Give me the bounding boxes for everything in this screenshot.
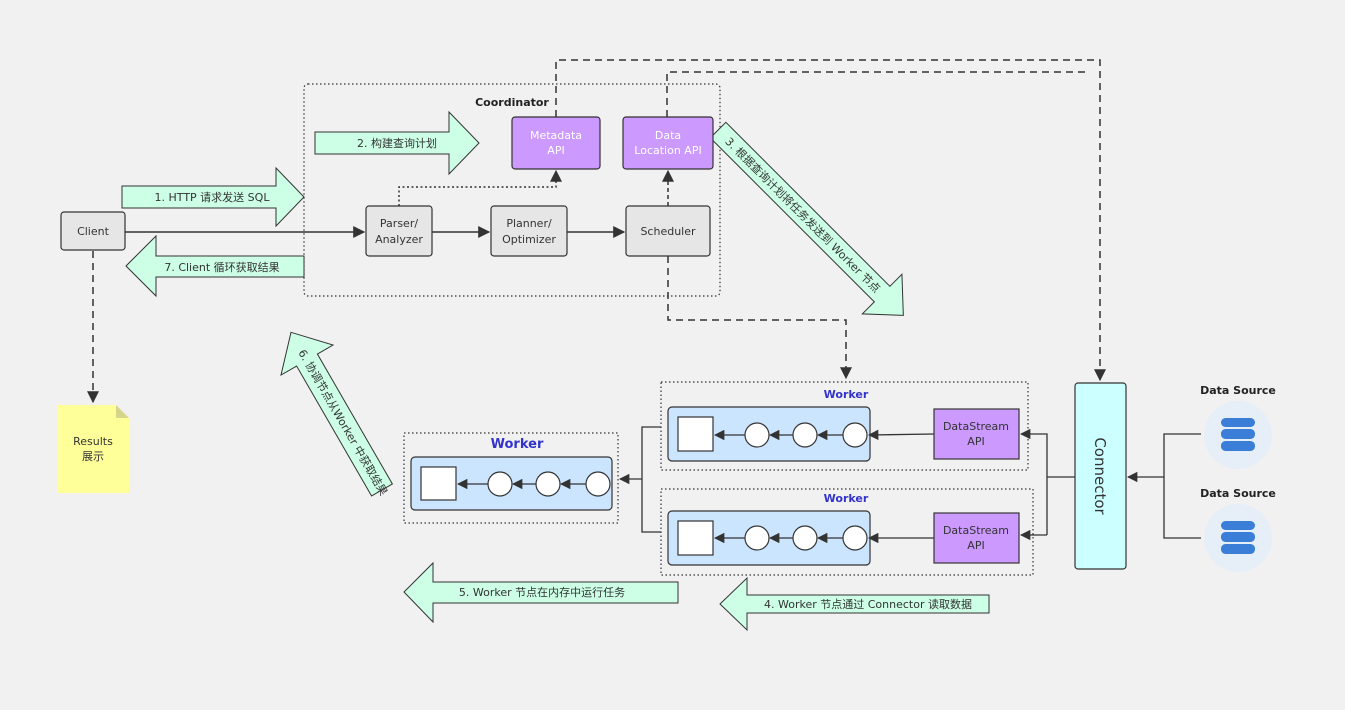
- worker-middle-operator-1: [744, 525, 770, 551]
- worker-top-title: Worker: [824, 388, 869, 401]
- worker-left-operator-3: [585, 471, 611, 497]
- step2-label: 2. 构建查询计划: [357, 136, 437, 150]
- results-label-2: 展示: [82, 450, 104, 463]
- step7-arrow: 7. Client 循环获取结果: [125, 234, 305, 298]
- parser-label-2: Analyzer: [375, 233, 423, 246]
- worker-top-api-label-2: API: [967, 435, 984, 448]
- worker-top-operator-1: [744, 422, 770, 448]
- workers-to-left-worker-link: [618, 426, 661, 533]
- parser-to-metadata-link: [398, 169, 562, 206]
- worker-top-sink: [677, 416, 714, 452]
- coordinator-title: Coordinator: [475, 96, 549, 109]
- step5-arrow: 5. Worker 节点在内存中运行任务: [403, 561, 679, 624]
- worker-top: Worker DataStream API: [660, 381, 1029, 471]
- location-api-label-1: Data: [655, 129, 681, 142]
- scheduler-box[interactable]: Scheduler: [625, 205, 711, 257]
- parser-label-1: Parser/: [380, 217, 418, 230]
- api-connector-links: [555, 59, 1106, 382]
- metadata-to-connector-link: [555, 59, 1106, 382]
- results-note: Results 展示: [57, 405, 129, 493]
- planner-label-2: Optimizer: [502, 233, 556, 246]
- database-icon: [1204, 401, 1272, 469]
- worker-middle-sink: [677, 520, 714, 556]
- data-source-2-label: Data Source: [1200, 487, 1276, 500]
- step1-label: 1. HTTP 请求发送 SQL: [155, 190, 271, 204]
- worker-left-operator-2: [535, 471, 561, 497]
- worker-left-title: Worker: [491, 437, 544, 452]
- connector-label: Connector: [1091, 437, 1109, 515]
- data-source-1-label: Data Source: [1200, 384, 1276, 397]
- step5-label: 5. Worker 节点在内存中运行任务: [459, 585, 625, 599]
- worker-top-api-label-1: DataStream: [943, 420, 1009, 433]
- worker-top-operator-3: [842, 422, 868, 448]
- location-api-label-2: Location API: [634, 144, 701, 157]
- step4-arrow: 4. Worker 节点通过 Connector 读取数据: [719, 576, 990, 632]
- worker-top-datastream-api[interactable]: DataStream API: [933, 408, 1020, 460]
- coordinator-links: [398, 169, 852, 380]
- location-api-box[interactable]: Data Location API: [622, 116, 714, 170]
- worker-middle-api-label-1: DataStream: [943, 524, 1009, 537]
- worker-middle-title: Worker: [824, 492, 869, 505]
- sources-to-connector-link: [1126, 433, 1201, 539]
- connector-to-workers-link: [1019, 428, 1075, 541]
- worker-left-sink: [420, 466, 457, 501]
- metadata-api-label-1: Metadata: [530, 129, 582, 142]
- step1-arrow: 1. HTTP 请求发送 SQL: [121, 166, 305, 228]
- connector-box[interactable]: Connector: [1074, 382, 1127, 570]
- worker-middle: Worker DataStream API: [660, 488, 1034, 576]
- scheduler-label: Scheduler: [640, 225, 696, 238]
- planner-box[interactable]: Planner/ Optimizer: [490, 205, 568, 257]
- parser-box[interactable]: Parser/ Analyzer: [365, 205, 433, 257]
- data-source-1[interactable]: Data Source: [1200, 384, 1276, 469]
- data-source-2[interactable]: Data Source: [1200, 487, 1276, 572]
- planner-label-1: Planner/: [506, 217, 552, 230]
- client-label: Client: [77, 225, 110, 238]
- worker-left-operator-1: [487, 471, 513, 497]
- step6-label: 6. 协调节点从Worker 中获取结果: [295, 347, 390, 498]
- worker-left: Worker: [403, 432, 619, 524]
- scheduler-to-worker-link: [667, 256, 852, 380]
- step3-label: 3. 根据查询计划将任务发送到 Worker 节点: [722, 134, 883, 295]
- worker-middle-operator-3: [842, 525, 868, 551]
- results-label-1: Results: [73, 435, 113, 448]
- step7-label: 7. Client 循环获取结果: [164, 261, 279, 274]
- worker-middle-api-label-2: API: [967, 539, 984, 552]
- step4-label: 4. Worker 节点通过 Connector 读取数据: [764, 597, 972, 611]
- location-to-connector-link: [666, 71, 1088, 117]
- worker-top-operator-2: [792, 422, 818, 448]
- worker-middle-datastream-api[interactable]: DataStream API: [933, 512, 1020, 564]
- coordinator-container: Coordinator: [303, 83, 721, 297]
- metadata-api-label-2: API: [547, 144, 564, 157]
- step2-arrow: 2. 构建查询计划: [314, 110, 480, 176]
- client-box[interactable]: Client: [60, 211, 126, 251]
- step6-arrow: 6. 协调节点从Worker 中获取结果: [280, 331, 394, 498]
- step3-arrow: 3. 根据查询计划将任务发送到 Worker 节点: [709, 121, 904, 316]
- database-icon: [1204, 504, 1272, 572]
- metadata-api-box[interactable]: Metadata API: [511, 116, 601, 170]
- worker-middle-operator-2: [792, 525, 818, 551]
